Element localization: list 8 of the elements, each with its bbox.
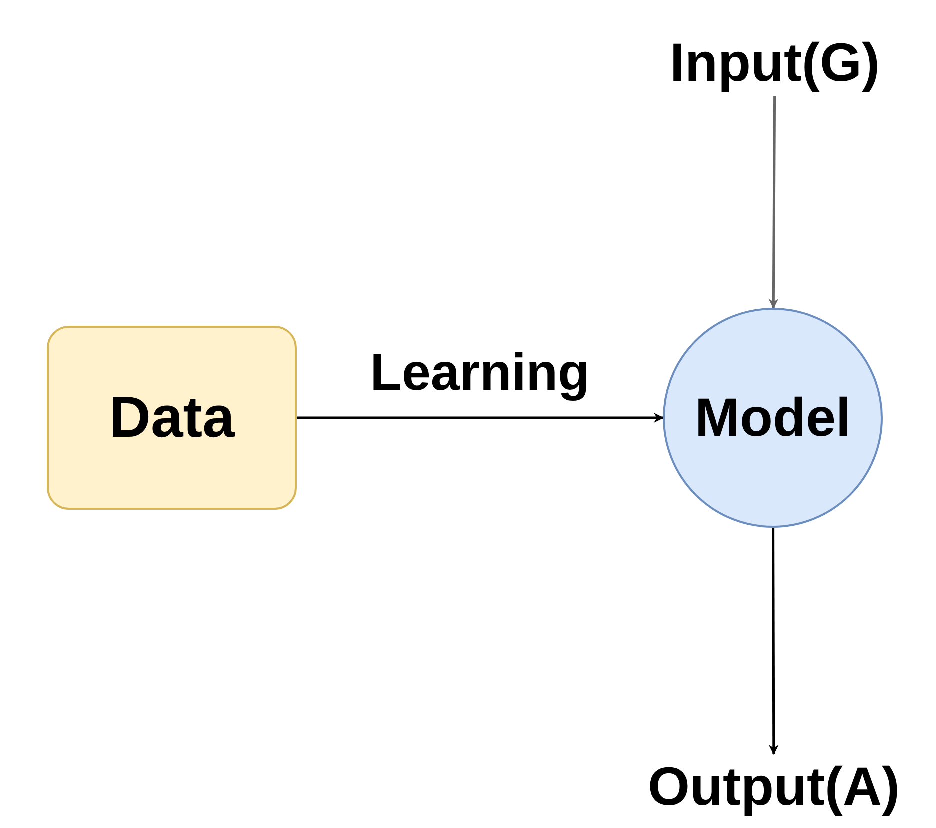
data-box (47, 326, 297, 510)
node-label: Output(A) (648, 756, 900, 818)
node-label: Model (695, 386, 851, 450)
node-label: Data (109, 384, 235, 452)
node-label: Input(G) (670, 32, 880, 94)
arrow (297, 413, 664, 423)
arrow (768, 528, 779, 755)
arrow (768, 96, 779, 309)
